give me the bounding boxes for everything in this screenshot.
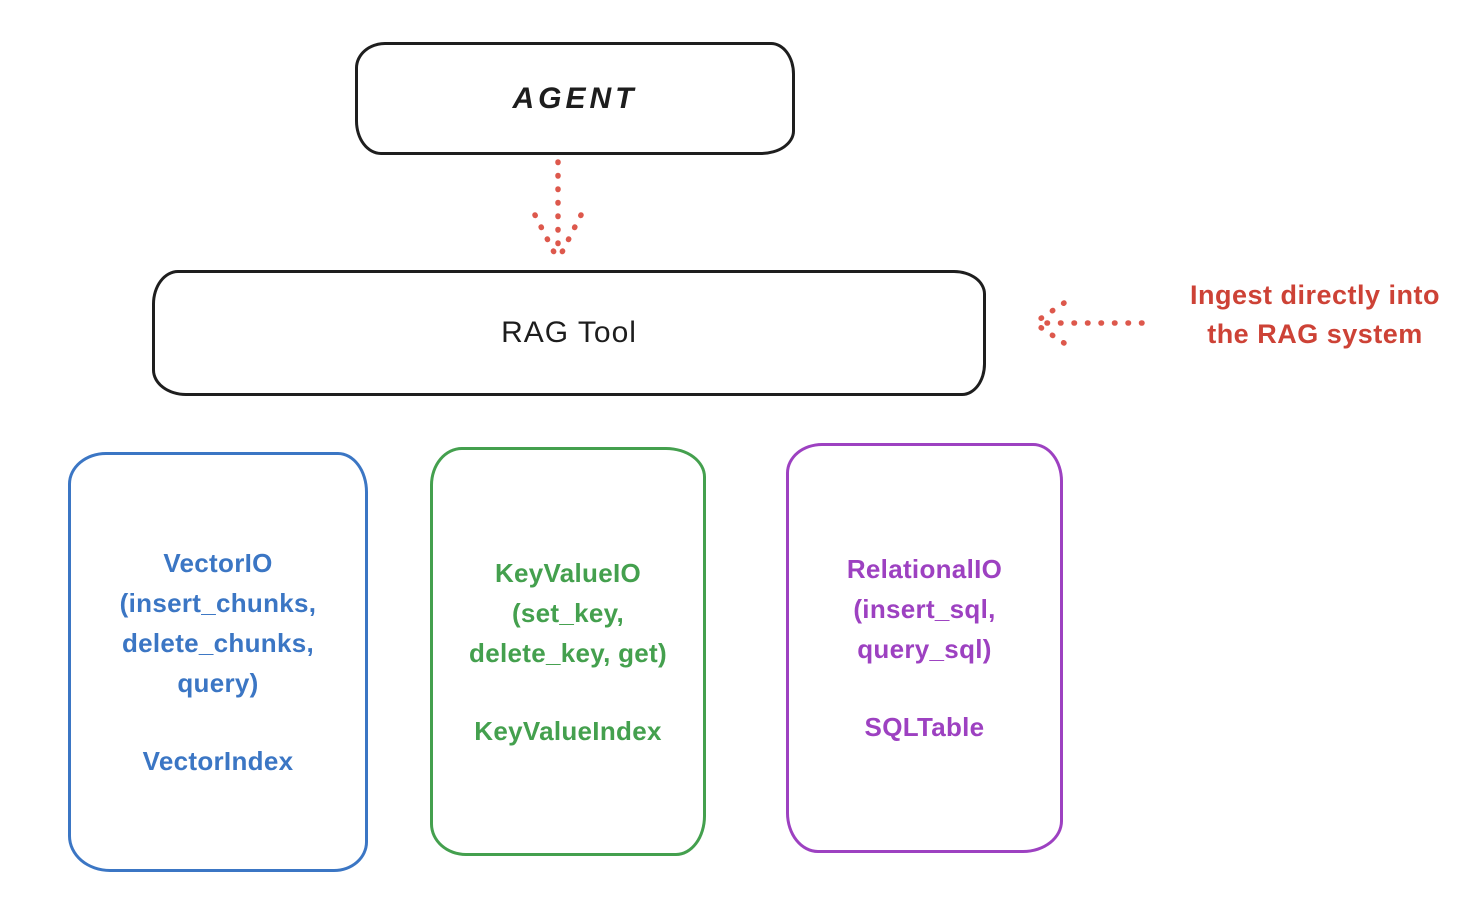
agent-node-label: AGENT (512, 81, 638, 115)
rag-tool-node-label: RAG Tool (501, 316, 637, 349)
vector-io-box: VectorIO (insert_chunks, delete_chunks, … (68, 452, 368, 872)
ingest-annotation: Ingest directly into the RAG system (1148, 276, 1482, 354)
keyvalue-io-method-line: (set_key, (511, 597, 625, 628)
vector-io-method-line: query) (177, 668, 259, 698)
relational-io-box: RelationalIO (insert_sql, query_sql) SQL… (786, 443, 1063, 853)
keyvalue-io-method-line: delete_key, get) (469, 637, 667, 668)
keyvalue-index-label: KeyValueIndex (474, 715, 662, 746)
annotation-to-rag-dotted-arrow (1031, 300, 1145, 346)
ingest-annotation-line1: Ingest directly into (1189, 280, 1441, 310)
agent-node: AGENT (355, 42, 795, 155)
ingest-annotation-line2: the RAG system (1207, 319, 1423, 349)
vector-io-method-line: (insert_chunks, (119, 588, 317, 618)
relational-io-title: RelationalIO (846, 554, 1003, 584)
vector-io-method-line: delete_chunks, (121, 628, 315, 658)
sql-table-label: SQLTable (864, 712, 985, 742)
vector-index-label: VectorIndex (142, 746, 294, 776)
rag-tool-node: RAG Tool (152, 270, 986, 396)
relational-io-method-line: (insert_sql, (853, 594, 996, 624)
relational-io-method-line: query_sql) (857, 634, 992, 664)
agent-to-rag-dotted-arrow (532, 159, 584, 263)
keyvalue-io-title: KeyValueIO (494, 557, 642, 588)
vector-io-title: VectorIO (163, 548, 273, 578)
keyvalue-io-box: KeyValueIO (set_key, delete_key, get) Ke… (430, 447, 706, 856)
